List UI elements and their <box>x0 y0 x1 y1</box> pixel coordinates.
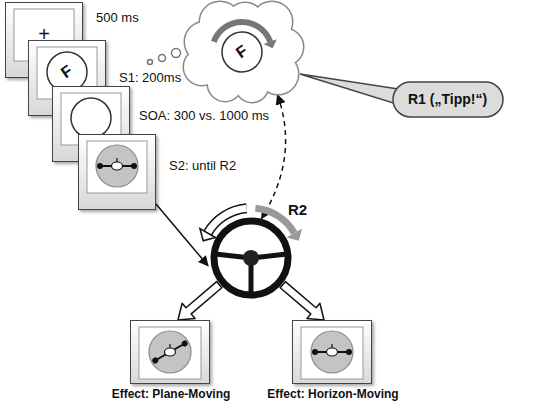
response-label: R2 <box>288 201 307 218</box>
horizon-dot <box>131 163 137 169</box>
turn-arrowhead-right <box>287 229 303 241</box>
timing-label: SOA: 300 vs. 1000 ms <box>139 109 269 124</box>
wheel-rim <box>214 221 288 295</box>
thought-dot <box>159 55 166 62</box>
plane-tail <box>116 158 117 162</box>
plane-tail <box>331 344 332 348</box>
steering-wheel <box>208 215 294 301</box>
timing-label: S2: until R2 <box>169 159 236 174</box>
imagined-circle <box>222 32 262 72</box>
screen-frame <box>139 327 201 379</box>
slide-graphic <box>131 321 209 383</box>
wheel-node: R2 <box>208 215 294 301</box>
effect-node: Effect: Plane-Moving <box>130 320 210 384</box>
rotation-arrowhead <box>264 39 277 48</box>
horizon-dot <box>346 349 352 355</box>
horizon-group <box>151 339 189 364</box>
stimulus-disc <box>149 331 191 373</box>
horizon-dot <box>312 349 318 355</box>
horizon-group <box>312 349 352 355</box>
cloud-outline <box>184 49 220 85</box>
effect-arrow <box>280 282 324 320</box>
horizon-dot <box>97 163 103 169</box>
wheel-hub <box>243 250 259 266</box>
timing-label: S1: 200ms <box>119 71 181 86</box>
turn-arrowhead-left <box>200 229 216 241</box>
thought-dot <box>172 49 181 58</box>
effect-label: Effect: Horizon-Moving <box>267 388 398 402</box>
cloud-node: F <box>180 2 305 102</box>
vocal-response: R1 („Tipp!“) <box>408 91 487 107</box>
slide-graphic <box>79 135 155 209</box>
horizon-line <box>155 344 184 361</box>
horizon-dot <box>151 356 159 364</box>
response-arrow <box>156 204 208 266</box>
screen-frame <box>87 141 147 193</box>
bubble-node: R1 („Tipp!“) <box>393 82 503 117</box>
screen-frame <box>301 327 363 379</box>
slide-node: S2: until R2 <box>78 134 156 210</box>
effect-node: Effect: Horizon-Moving <box>292 320 372 384</box>
slide-graphic <box>293 321 371 383</box>
stimulus-disc <box>311 331 353 373</box>
stimulus-disc <box>96 145 138 187</box>
plane-symbol <box>165 348 176 356</box>
horizon-dot <box>181 339 189 347</box>
bubble-body <box>393 82 503 117</box>
cloud-fill <box>184 49 220 85</box>
effect-label: Effect: Plane-Moving <box>112 388 231 402</box>
timing-label: 500 ms <box>96 11 139 26</box>
thought-dot <box>148 60 153 65</box>
plane-symbol <box>327 348 338 356</box>
plane-symbol <box>112 162 123 170</box>
effect-arrow <box>178 282 222 320</box>
stimulus-circle <box>71 98 111 138</box>
plane-tail <box>169 344 170 348</box>
horizon-group <box>97 163 137 169</box>
